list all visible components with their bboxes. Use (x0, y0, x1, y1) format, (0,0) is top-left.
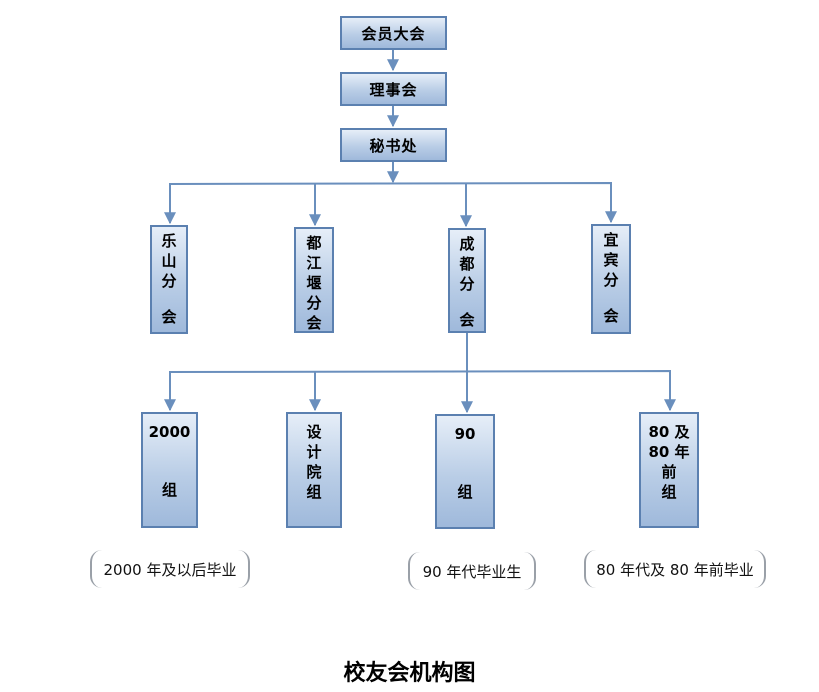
branch-bus-line (169, 181, 612, 223)
branch-chengdu-char: 都 (459, 255, 475, 273)
node-council: 理事会 (340, 72, 447, 106)
group-80-line: 前 (661, 463, 677, 481)
branch-yibin: 宜 宾 分 会 (591, 224, 631, 334)
group-design-char: 计 (306, 443, 322, 461)
diagram-caption: 校友会机构图 (343, 660, 476, 686)
branch-dujiangyan-char: 都 (306, 234, 322, 252)
group-80: 80 及 80 年 前 组 (639, 412, 699, 528)
branch-dujiangyan-char: 分 (306, 294, 322, 312)
branch-dujiangyan-char: 会 (306, 314, 322, 332)
group-90-label: 90 (454, 425, 476, 443)
group-80-line: 80 及 (648, 423, 690, 441)
branch-leshan-char: 会 (161, 308, 177, 326)
group-80-line: 组 (661, 483, 677, 501)
group-design-char: 组 (306, 483, 322, 501)
branch-leshan-char: 乐 (161, 232, 177, 250)
branch-yibin-char: 宜 (603, 231, 619, 249)
branch-yibin-char: 宾 (603, 251, 619, 269)
branch-leshan-char: 分 (161, 272, 177, 290)
note-2000: 2000 年及以后毕业 (90, 550, 250, 588)
branch-chengdu-char: 成 (459, 235, 475, 253)
group-2000-char: 组 (161, 481, 177, 499)
branch-leshan-char: 山 (161, 252, 177, 270)
branch-chengdu-char: 会 (459, 311, 475, 329)
group-design-char: 院 (306, 463, 322, 481)
node-secretariat: 秘书处 (340, 128, 447, 162)
branch-yibin-char: 会 (603, 307, 619, 325)
branch-chengdu: 成 都 分 会 (448, 228, 486, 333)
group-90-char: 组 (457, 483, 473, 501)
note-90: 90 年代毕业生 (408, 552, 536, 590)
group-2000-label: 2000 (148, 423, 191, 441)
branch-dujiangyan: 都 江 堰 分 会 (294, 227, 334, 333)
branch-dujiangyan-char: 堰 (306, 274, 322, 292)
branch-dujiangyan-char: 江 (306, 254, 322, 272)
note-80: 80 年代及 80 年前毕业 (584, 550, 766, 588)
branch-leshan: 乐 山 分 会 (150, 225, 188, 334)
branch-yibin-char: 分 (603, 271, 619, 289)
group-90: 90 组 (435, 414, 495, 529)
branch-chengdu-char: 分 (459, 275, 475, 293)
group-bus-line (169, 369, 671, 410)
group-2000: 2000 组 (141, 412, 198, 528)
group-design-char: 设 (306, 423, 322, 441)
node-assembly: 会员大会 (340, 16, 447, 50)
group-80-line: 80 年 (648, 443, 690, 461)
group-design-institute: 设 计 院 组 (286, 412, 342, 528)
